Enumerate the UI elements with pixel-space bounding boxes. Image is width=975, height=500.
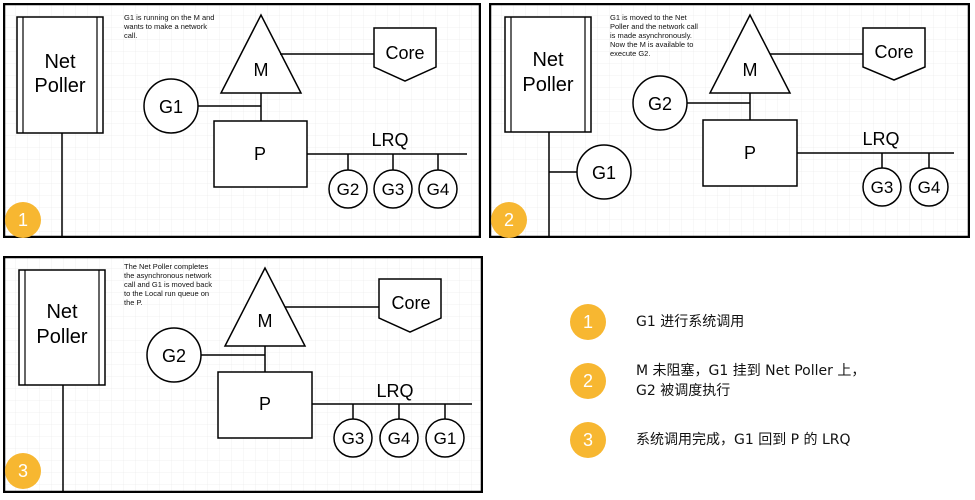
lrq-goroutine — [909, 167, 949, 207]
lrq-goroutine-label: G1 — [434, 429, 457, 448]
step-badge: 2 — [491, 202, 527, 238]
m-label: M — [743, 60, 758, 80]
net-poller-label-line2: Poller — [34, 75, 85, 97]
lrq-goroutine — [328, 169, 368, 209]
note-line: G1 is moved to the Net — [610, 13, 687, 22]
net-poller-label-line2: Poller — [36, 326, 87, 348]
note-line: G1 is running on the M and — [124, 13, 215, 22]
lrq-goroutine-label: G4 — [388, 429, 411, 448]
note-line: wants to make a network — [124, 22, 207, 31]
legend-line: G2 被调度执行 — [636, 383, 731, 399]
note-line: the asynchronous network — [124, 271, 212, 280]
lrq-goroutine-label: G2 — [337, 180, 360, 199]
net-poller-label-line1: Net — [44, 51, 76, 73]
net-poller-box — [504, 16, 592, 133]
note-line: the P. — [124, 298, 143, 307]
p-processor-box — [213, 120, 308, 188]
poller-goroutine — [576, 144, 632, 200]
panel-3-diagram: Net Poller M Core G2 P LRQ G3 G4 G1 — [3, 256, 483, 493]
core-label: Core — [874, 42, 913, 62]
legend-number-badge: 2 — [570, 363, 606, 399]
panel-note: G1 is moved to the Net Poller and the ne… — [610, 13, 698, 58]
lrq-label: LRQ — [376, 381, 413, 401]
panel-1: Net Poller M Core G1 P LRQ G2 G3 G4 G1 i… — [3, 3, 481, 238]
legend-number-badge: 1 — [570, 304, 606, 340]
lrq-goroutine — [333, 418, 373, 458]
legend-item-3: 3 系统调用完成，G1 回到 P 的 LRQ — [570, 422, 851, 458]
legend-line: 系统调用完成，G1 回到 P 的 LRQ — [636, 432, 851, 448]
note-line: call. — [124, 31, 138, 40]
lrq-goroutine-label: G4 — [427, 180, 450, 199]
net-poller-box — [16, 16, 104, 134]
note-line: Poller and the network call — [610, 22, 698, 31]
running-goroutine-label: G1 — [159, 97, 183, 117]
panel-2: Net Poller G1 M Core G2 P LRQ G3 G4 G1 i… — [489, 3, 970, 238]
lrq-goroutine-label: G3 — [342, 429, 365, 448]
p-label: P — [744, 143, 756, 163]
lrq-goroutine — [418, 169, 458, 209]
p-label: P — [254, 144, 266, 164]
legend-line: G1 进行系统调用 — [636, 314, 745, 330]
lrq-goroutine-label: G3 — [871, 178, 894, 197]
note-line: is made asynchronously. — [610, 31, 692, 40]
lrq-goroutine — [425, 418, 465, 458]
step-badge: 3 — [5, 453, 41, 489]
running-goroutine-label: G2 — [162, 346, 186, 366]
lrq-goroutine — [379, 418, 419, 458]
poller-goroutine-label: G1 — [592, 163, 616, 183]
legend-line: M 未阻塞，G1 挂到 Net Poller 上， — [636, 363, 866, 379]
core-shape — [862, 27, 926, 81]
core-label: Core — [391, 293, 430, 313]
legend-number-badge: 3 — [570, 422, 606, 458]
note-line: execute G2. — [610, 49, 651, 58]
panel-note: The Net Poller completes the asynchronou… — [124, 262, 212, 307]
running-goroutine-label: G2 — [648, 94, 672, 114]
panel-2-diagram: Net Poller G1 M Core G2 P LRQ G3 G4 — [489, 3, 970, 238]
lrq-goroutine — [862, 167, 902, 207]
p-processor-box — [217, 371, 313, 439]
net-poller-box — [18, 269, 106, 386]
panel-3: Net Poller M Core G2 P LRQ G3 G4 G1 The … — [3, 256, 483, 493]
note-line: The Net Poller completes — [124, 262, 209, 271]
note-line: call and G1 is moved back — [124, 280, 212, 289]
net-poller-label-line1: Net — [46, 301, 78, 323]
net-poller-label-line1: Net — [532, 49, 564, 71]
p-label: P — [259, 394, 271, 414]
note-line: Now the M is available to — [610, 40, 694, 49]
legend-text: 系统调用完成，G1 回到 P 的 LRQ — [636, 430, 851, 450]
m-label: M — [258, 311, 273, 331]
lrq-label: LRQ — [862, 129, 899, 149]
step-badge: 1 — [5, 202, 41, 238]
panel-note: G1 is running on the M and wants to make… — [124, 13, 214, 40]
legend-text: M 未阻塞，G1 挂到 Net Poller 上， G2 被调度执行 — [636, 361, 865, 401]
lrq-goroutine — [373, 169, 413, 209]
legend-item-2: 2 M 未阻塞，G1 挂到 Net Poller 上， G2 被调度执行 — [570, 361, 865, 401]
m-label: M — [254, 60, 269, 80]
lrq-goroutine-label: G4 — [918, 178, 941, 197]
net-poller-label-line2: Poller — [522, 74, 573, 96]
panel-1-diagram: Net Poller M Core G1 P LRQ G2 G3 G4 — [3, 3, 481, 238]
p-processor-box — [702, 119, 798, 187]
legend-item-1: 1 G1 进行系统调用 — [570, 304, 744, 340]
core-shape — [373, 27, 437, 82]
lrq-goroutine-label: G3 — [382, 180, 405, 199]
legend-text: G1 进行系统调用 — [636, 312, 744, 332]
core-shape — [378, 278, 442, 333]
note-line: to the Local run queue on — [124, 289, 210, 298]
core-label: Core — [385, 43, 424, 63]
lrq-label: LRQ — [371, 130, 408, 150]
